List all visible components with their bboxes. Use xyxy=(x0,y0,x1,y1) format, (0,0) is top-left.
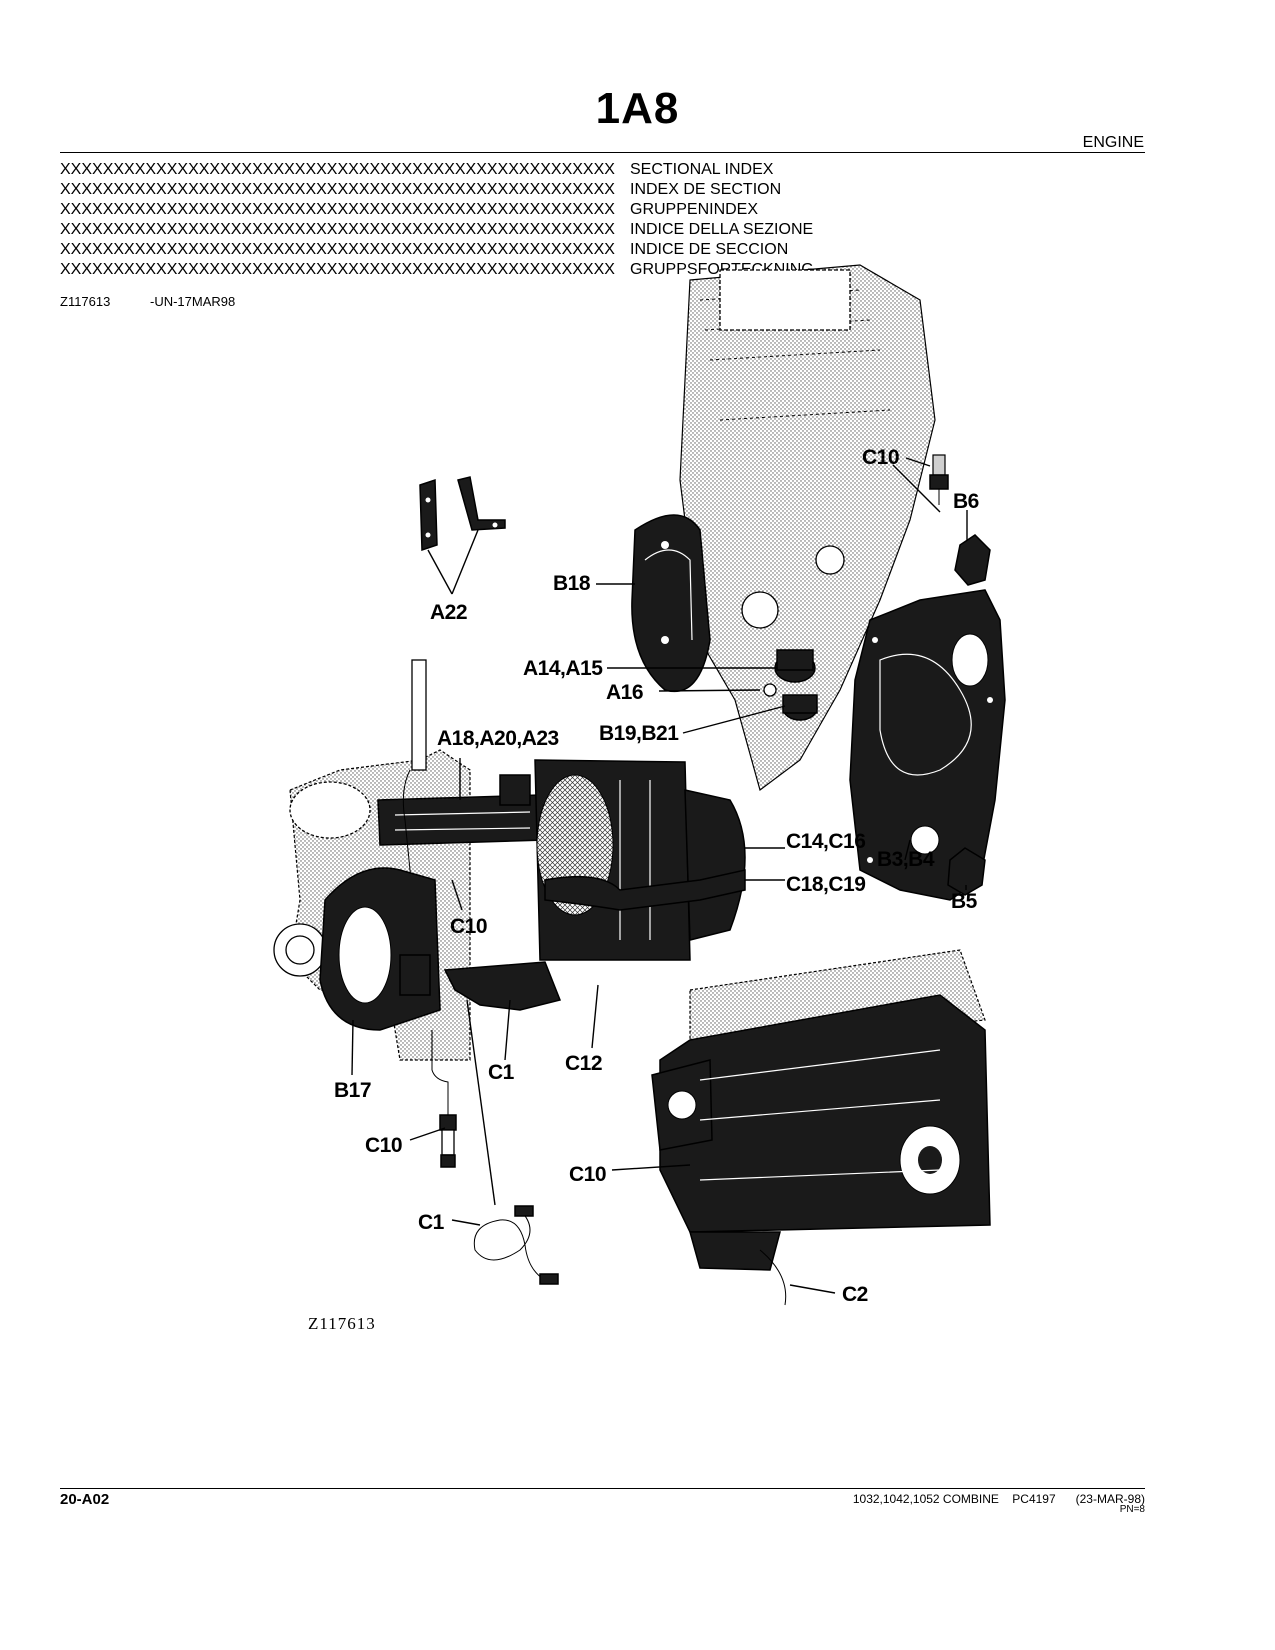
intake-manifold xyxy=(377,769,546,921)
index-placeholder: XXXXXXXXXXXXXXXXXXXXXXXXXXXXXXXXXXXXXXXX… xyxy=(60,241,615,258)
callout-b18: B18 xyxy=(553,572,591,595)
page-code: 20-A02 xyxy=(60,1491,110,1508)
index-placeholder: XXXXXXXXXXXXXXXXXXXXXXXXXXXXXXXXXXXXXXXX… xyxy=(60,201,615,218)
figure-id: Z117613 xyxy=(60,294,111,309)
footer-info: 1032,1042,1052 COMBINE PC4197 (23-MAR-98… xyxy=(852,1492,1145,1506)
callout-c10-block: C10 xyxy=(569,1163,606,1186)
index-row: XXXXXXXXXXXXXXXXXXXXXXXXXXXXXXXXXXXXXXXX… xyxy=(60,180,781,200)
oil-pan xyxy=(443,961,562,1011)
header-rule xyxy=(60,152,1145,153)
index-label: INDICE DE SECCION xyxy=(630,241,789,258)
footer-page-number: PN=8 xyxy=(1119,1504,1145,1515)
index-placeholder: XXXXXXXXXXXXXXXXXXXXXXXXXXXXXXXXXXXXXXXX… xyxy=(60,161,615,178)
callout-a18-a20-a23: A18,A20,A23 xyxy=(437,727,559,750)
index-row: XXXXXXXXXXXXXXXXXXXXXXXXXXXXXXXXXXXXXXXX… xyxy=(60,220,813,240)
index-label: SECTIONAL INDEX xyxy=(630,161,774,178)
index-row: XXXXXXXXXXXXXXXXXXXXXXXXXXXXXXXXXXXXXXXX… xyxy=(60,200,758,220)
callout-c14-c16: C14,C16 xyxy=(786,830,865,853)
index-placeholder: XXXXXXXXXXXXXXXXXXXXXXXXXXXXXXXXXXXXXXXX… xyxy=(60,221,615,238)
page-title: 1A8 xyxy=(595,84,680,133)
sensor-c10-top xyxy=(929,454,949,505)
figure-label: Z117613 xyxy=(308,1314,376,1333)
cover-plate-b5 xyxy=(947,847,986,896)
callout-c1-hose: C1 xyxy=(418,1211,445,1234)
cover-plate-b6 xyxy=(954,534,991,586)
section-name: ENGINE xyxy=(1082,134,1144,151)
engine-lower-block xyxy=(651,949,991,1306)
figure-date: -UN-17MAR98 xyxy=(150,294,236,309)
callout-a16: A16 xyxy=(606,681,643,704)
callout-b5: B5 xyxy=(951,890,978,913)
fan-shroud xyxy=(319,867,441,1031)
callout-b19-b21: B19,B21 xyxy=(599,722,679,745)
callout-b3-b4: B3,B4 xyxy=(877,848,935,871)
index-label: INDEX DE SECTION xyxy=(630,181,782,198)
callout-c10-mid: C10 xyxy=(450,915,487,938)
callout-c12: C12 xyxy=(565,1052,602,1075)
brackets-a22 xyxy=(419,476,506,552)
index-label: GRUPPENINDEX xyxy=(630,201,759,218)
callout-b6: B6 xyxy=(953,490,979,513)
index-placeholder: XXXXXXXXXXXXXXXXXXXXXXXXXXXXXXXXXXXXXXXX… xyxy=(60,181,615,198)
callout-c2: C2 xyxy=(842,1283,868,1306)
index-label: INDICE DELLA SEZIONE xyxy=(630,221,814,238)
index-row: XXXXXXXXXXXXXXXXXXXXXXXXXXXXXXXXXXXXXXXX… xyxy=(60,240,788,260)
callout-a22: A22 xyxy=(430,601,467,624)
callout-c10-pipe: C10 xyxy=(365,1134,402,1157)
callout-c18-c19: C18,C19 xyxy=(786,873,865,896)
flywheel-housing xyxy=(631,514,711,693)
callout-b17: B17 xyxy=(334,1079,371,1102)
radiator-cooler xyxy=(534,759,746,961)
index-placeholder: XXXXXXXXXXXXXXXXXXXXXXXXXXXXXXXXXXXXXXXX… xyxy=(60,261,615,278)
drain-pipe xyxy=(431,1030,457,1168)
footer-rule xyxy=(60,1488,1145,1489)
index-row: XXXXXXXXXXXXXXXXXXXXXXXXXXXXXXXXXXXXXXXX… xyxy=(60,160,773,180)
engine-mounts xyxy=(763,649,818,721)
callout-a14-a15: A14,A15 xyxy=(523,657,603,680)
callout-c10-top: C10 xyxy=(862,446,899,469)
callout-c1-mid: C1 xyxy=(488,1061,515,1084)
hose-c1 xyxy=(473,1205,559,1285)
leader-lines xyxy=(351,457,968,1294)
